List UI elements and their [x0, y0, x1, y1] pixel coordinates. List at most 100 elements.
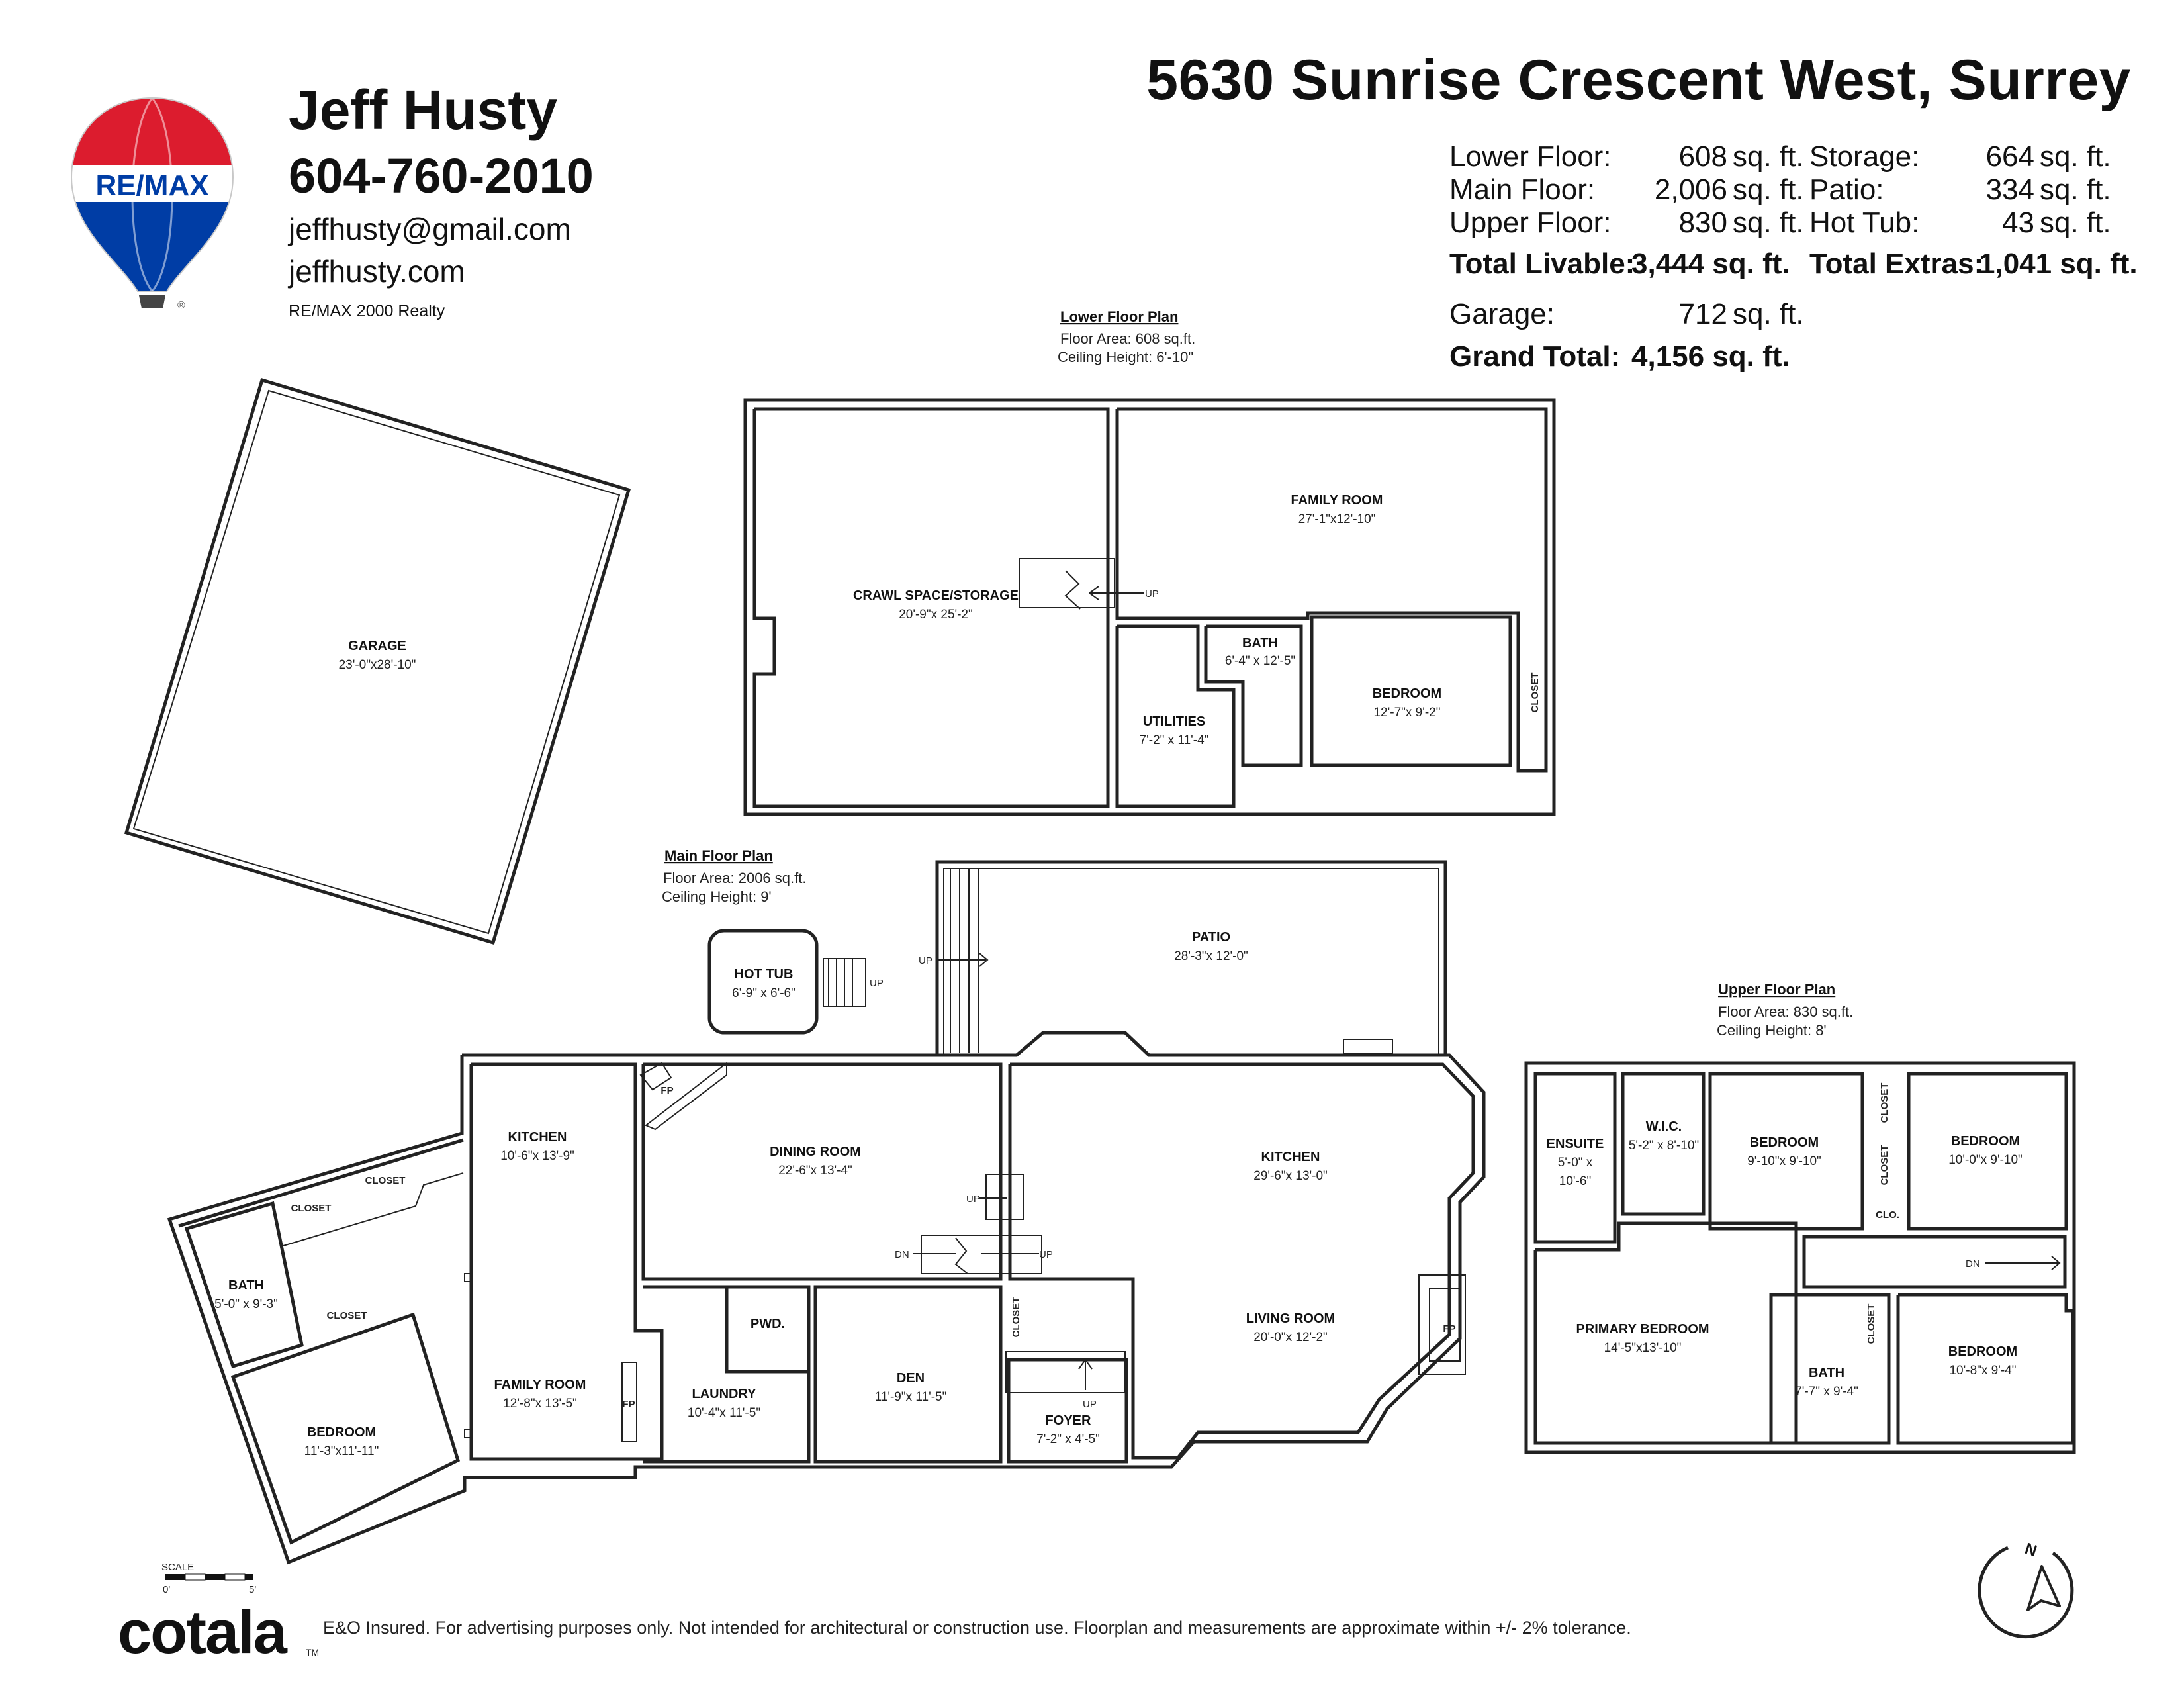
foyer-dims: 7'-2" x 4'-5" [1036, 1432, 1100, 1446]
upper-closet-label-1: CLOSET [1879, 1083, 1890, 1123]
patio-dims: 28'-3"x 12'-0" [1174, 949, 1248, 963]
property-address: 5630 Sunrise Crescent West, Surrey [1146, 48, 2131, 112]
patio-up-label: UP [919, 955, 933, 966]
lower-utilities-dims: 7'-2" x 11'-4" [1140, 733, 1209, 747]
upper-bedroom3-name: BEDROOM [1948, 1344, 2017, 1359]
kitchen-main-dims: 29'-6"x 13'-0" [1253, 1169, 1328, 1183]
agent-phone[interactable]: 604-760-2010 [289, 148, 594, 203]
primary-bedroom-dims: 14'-5"x13'-10" [1604, 1341, 1682, 1355]
lower-up-label: UP [1145, 588, 1159, 600]
lower-closet-label: CLOSET [1529, 673, 1541, 713]
closet-label-4: CLOSET [1011, 1297, 1022, 1338]
area-value: 712 [1678, 298, 1727, 330]
area-value: 4,156 sq. ft. [1631, 340, 1790, 373]
remax-balloon-logo: RE/MAX ® [70, 97, 234, 311]
remax-logo-text: RE/MAX [95, 169, 208, 202]
area-unit: sq. ft. [1733, 173, 1804, 206]
lower-bedroom-name: BEDROOM [1373, 686, 1441, 701]
area-value: 830 [1678, 207, 1727, 239]
foyer-up-label: UP [1083, 1399, 1097, 1410]
upper-bedroom1-dims: 9'-10"x 9'-10" [1747, 1154, 1821, 1168]
cotala-tm: TM [306, 1647, 320, 1658]
upper-bath-name: BATH [1809, 1366, 1844, 1380]
lower-plan-title: Lower Floor Plan [1060, 308, 1178, 325]
hottub-up-label: UP [870, 978, 884, 989]
dining-dims: 22'-6"x 13'-4" [778, 1164, 852, 1178]
pwd-name: PWD. [751, 1317, 785, 1331]
lower-crawl-name: CRAWL SPACE/STORAGE [853, 588, 1019, 603]
upper-bedroom3-dims: 10'-8"x 9'-4" [1949, 1364, 2016, 1378]
upper-clo-label: CLO. [1876, 1209, 1899, 1221]
living-dims: 20'-0"x 12'-2" [1253, 1331, 1328, 1344]
kitchen-left-dims: 10'-6"x 13'-9" [500, 1149, 574, 1163]
disclaimer: E&O Insured. For advertising purposes on… [323, 1618, 1631, 1638]
fp-label-family: FP [622, 1399, 635, 1410]
wic-name: W.I.C. [1646, 1119, 1682, 1134]
area-label: Total Livable: [1449, 248, 1635, 280]
upper-dn-label: DN [1966, 1258, 1980, 1270]
laundry-dims: 10'-4"x 11'-5" [688, 1406, 760, 1420]
area-value: 608 [1678, 140, 1727, 173]
main-floor-plan: Main Floor Plan Floor Area: 2006 sq.ft. … [167, 847, 1486, 1565]
agent-email[interactable]: jeffhusty@gmail.com [289, 212, 571, 246]
upper-bath-dims: 7'-7" x 9'-4" [1795, 1385, 1858, 1399]
lower-floor-plan: Lower Floor Plan Floor Area: 608 sq.ft. … [743, 308, 1556, 816]
foyer-name: FOYER [1046, 1413, 1091, 1428]
lower-bedroom-dims: 12'-7"x 9'-2" [1373, 706, 1440, 720]
scale-max: 5' [249, 1584, 256, 1595]
area-unit: sq. ft. [1733, 140, 1804, 173]
lower-family-name: FAMILY ROOM [1291, 493, 1383, 508]
agent-website[interactable]: jeffhusty.com [289, 254, 465, 289]
lower-family-dims: 27'-1"x12'-10" [1298, 512, 1376, 526]
upper-bedroom1-name: BEDROOM [1750, 1135, 1819, 1150]
main-bedroom-name: BEDROOM [307, 1425, 376, 1440]
living-name: LIVING ROOM [1246, 1311, 1335, 1326]
upper-plan-title: Upper Floor Plan [1718, 981, 1835, 998]
main-up-label-1: UP [1039, 1249, 1053, 1260]
area-value: 1,041 sq. ft. [1979, 248, 2138, 280]
garage-plan: GARAGE 23'-0"x28'-10" [124, 377, 631, 945]
lower-plan-ceiling: Ceiling Height: 6'-10" [1058, 349, 1193, 365]
area-label: Hot Tub: [1809, 207, 1920, 239]
area-unit: sq. ft. [1733, 298, 1804, 330]
wic-dims: 5'-2" x 8'-10" [1629, 1139, 1699, 1152]
agent-name: Jeff Husty [289, 79, 558, 141]
area-label: Upper Floor: [1449, 207, 1612, 239]
area-label: Patio: [1809, 173, 1884, 206]
compass-north: N [2023, 1540, 2039, 1560]
ensuite-dims-2: 10'-6" [1559, 1174, 1591, 1188]
main-bath-name: BATH [228, 1278, 264, 1293]
garage-name: GARAGE [348, 639, 406, 653]
family-dims: 12'-8"x 13'-5" [503, 1397, 577, 1411]
area-label: Lower Floor: [1449, 140, 1612, 173]
ensuite-name: ENSUITE [1547, 1137, 1604, 1151]
area-label: Storage: [1809, 140, 1920, 173]
main-bedroom-dims: 11'-3"x11'-11" [304, 1444, 379, 1458]
fp-label-living: FP [1443, 1323, 1455, 1335]
area-unit: sq. ft. [1733, 207, 1804, 239]
compass-icon: N [1978, 1540, 2074, 1639]
laundry-name: LAUNDRY [692, 1387, 756, 1401]
closet-label-2: CLOSET [291, 1203, 332, 1214]
garage-dims: 23'-0"x28'-10" [339, 658, 416, 672]
area-unit: sq. ft. [2040, 140, 2111, 173]
registered-mark: ® [177, 300, 185, 311]
upper-plan-ceiling: Ceiling Height: 8' [1717, 1022, 1827, 1039]
family-name: FAMILY ROOM [494, 1378, 586, 1392]
area-label: Main Floor: [1449, 173, 1596, 206]
dining-name: DINING ROOM [770, 1145, 861, 1159]
lower-crawl-dims: 20'-9"x 25'-2" [899, 608, 973, 622]
ensuite-dims-1: 5'-0" x [1558, 1156, 1593, 1170]
agent-info: Jeff Husty 604-760-2010 jeffhusty@gmail.… [289, 78, 594, 324]
scale-label: SCALE [161, 1562, 194, 1573]
lower-bath-name: BATH [1242, 636, 1278, 651]
agent-brokerage: RE/MAX 2000 Realty [289, 302, 445, 320]
area-label: Garage: [1449, 298, 1555, 330]
hottub-dims: 6'-9" x 6'-6" [732, 986, 796, 1000]
area-value: 664 [1985, 140, 2034, 173]
main-plan-ceiling: Ceiling Height: 9' [662, 888, 772, 905]
main-dn-label: DN [895, 1249, 909, 1260]
area-label: Total Extras: [1809, 248, 1984, 280]
den-dims: 11'-9"x 11'-5" [875, 1390, 947, 1404]
